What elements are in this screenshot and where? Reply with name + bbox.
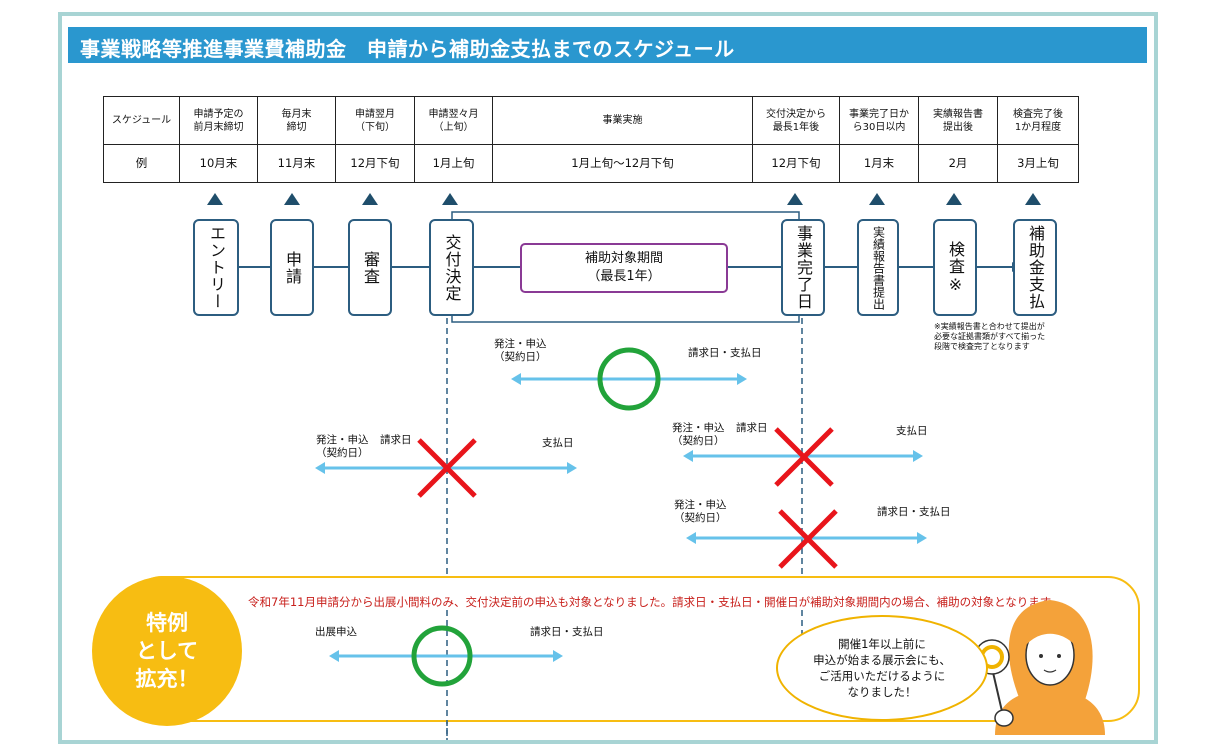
inspection-note: ※実績報告書と合わせて提出が 必要な証拠書類がすべて揃った 段階で検査完了となり… [934,322,1046,351]
page-title: 事業戦略等推進事業費補助金 申請から補助金支払までのスケジュール [80,37,735,61]
ng-left-pay-label: 支払日 [542,437,574,449]
table-cell: 1月上旬 [414,144,493,183]
title-bar: 事業戦略等推進事業費補助金 申請から補助金支払までのスケジュール [68,27,1147,63]
table-cell: 3月上旬 [997,144,1079,183]
special-invoice-label: 請求日・支払日 [530,626,604,638]
special-arrow-head-right [553,650,563,662]
table-cell: 交付決定から最長1年後 [752,96,840,145]
ok-circle-mark [597,347,661,411]
special-arrow-head-left [329,650,339,662]
ok-arrow-head-left [511,373,521,385]
ng-right-arrow-head-right [913,450,923,462]
ng-right-invoice-label: 請求日 [736,422,768,434]
ng-left-arrow-head-left [315,462,325,474]
speech-bubble: 開催1年以上前に 申込が始まる展示会にも、 ご活用いただけるように なりました！ [776,615,988,721]
table-cell: 事業完了日から30日以内 [839,96,919,145]
ng-left-invoice-label: 請求日 [380,434,412,446]
stage-report-submission: 実績報告書提出 [857,219,899,316]
ok-arrow-head-right [737,373,747,385]
ng-right-order-label: 発注・申込 （契約日） [672,422,725,447]
ok-order-label: 発注・申込 （契約日） [494,338,547,363]
table-cell: 1月上旬～12月下旬 [492,144,753,183]
woman-illustration [974,600,1105,735]
stage-entry: エントリー [193,219,239,316]
table-cell: 毎月末締切 [257,96,336,145]
timeline-marker-triangle [362,193,378,205]
timeline-marker-triangle [207,193,223,205]
ng-bottom-arrow-head-left [686,532,696,544]
ng-bottom-cross-mark [778,509,838,569]
table-cell: 11月末 [257,144,336,183]
timeline-marker-triangle [284,193,300,205]
table-cell: 1月末 [839,144,919,183]
table-cell: 申請翌月（下旬） [335,96,415,145]
special-order-label: 出展申込 [315,626,357,638]
table-cell: 申請予定の前月末締切 [179,96,258,145]
stage-payment: 補助金支払 [1013,219,1057,316]
timeline-marker-triangle [1025,193,1041,205]
special-ok-circle-mark [411,625,473,687]
table-cell: 2月 [918,144,998,183]
ng-left-arrow-head-right [567,462,577,474]
ng-left-order-label: 発注・申込 （契約日） [316,434,369,459]
ng-right-pay-label: 支払日 [896,425,928,437]
stage-completion-date: 事業完了日 [781,219,825,316]
stage-grant-decision: 交付決定 [429,219,474,316]
schedule-table: スケジュール 申請予定の前月末締切 毎月末締切 申請翌月（下旬） 申請翌々月（上… [103,96,1079,183]
special-case-text: 令和7年11月申請分から出展小間料のみ、交付決定前の申込も対象となりました。請求… [248,595,1062,609]
ng-bottom-invoice-label: 請求日・支払日 [877,506,951,518]
ng-right-arrow-head-left [683,450,693,462]
table-cell: 事業実施 [492,96,753,145]
ng-right-cross-mark [774,427,834,487]
ok-invoice-label: 請求日・支払日 [688,347,762,359]
stage-application: 申請 [270,219,314,316]
stage-inspection: 検査※ [933,219,977,316]
grant-period-box: 補助対象期間 （最長1年） [520,243,728,293]
stage-review: 審査 [348,219,392,316]
ng-bottom-arrow-head-right [917,532,927,544]
timeline-marker-triangle [946,193,962,205]
timeline-marker-triangle [869,193,885,205]
timeline-marker-triangle [787,193,803,205]
special-case-badge: 特例 として 拡充！ [92,576,242,726]
ng-left-cross-mark [417,438,477,498]
ng-bottom-order-label: 発注・申込 （契約日） [674,499,727,524]
timeline-marker-triangle [442,193,458,205]
